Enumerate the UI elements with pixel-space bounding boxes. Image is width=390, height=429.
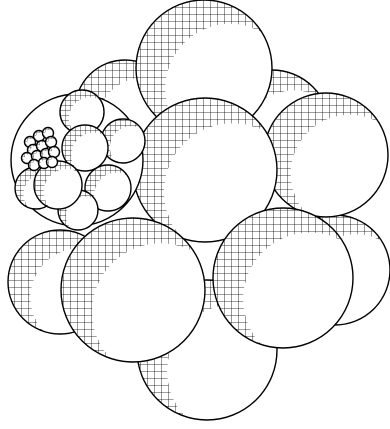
diagram-canvas (0, 0, 390, 429)
sphere-cluster-diagram (0, 0, 390, 429)
